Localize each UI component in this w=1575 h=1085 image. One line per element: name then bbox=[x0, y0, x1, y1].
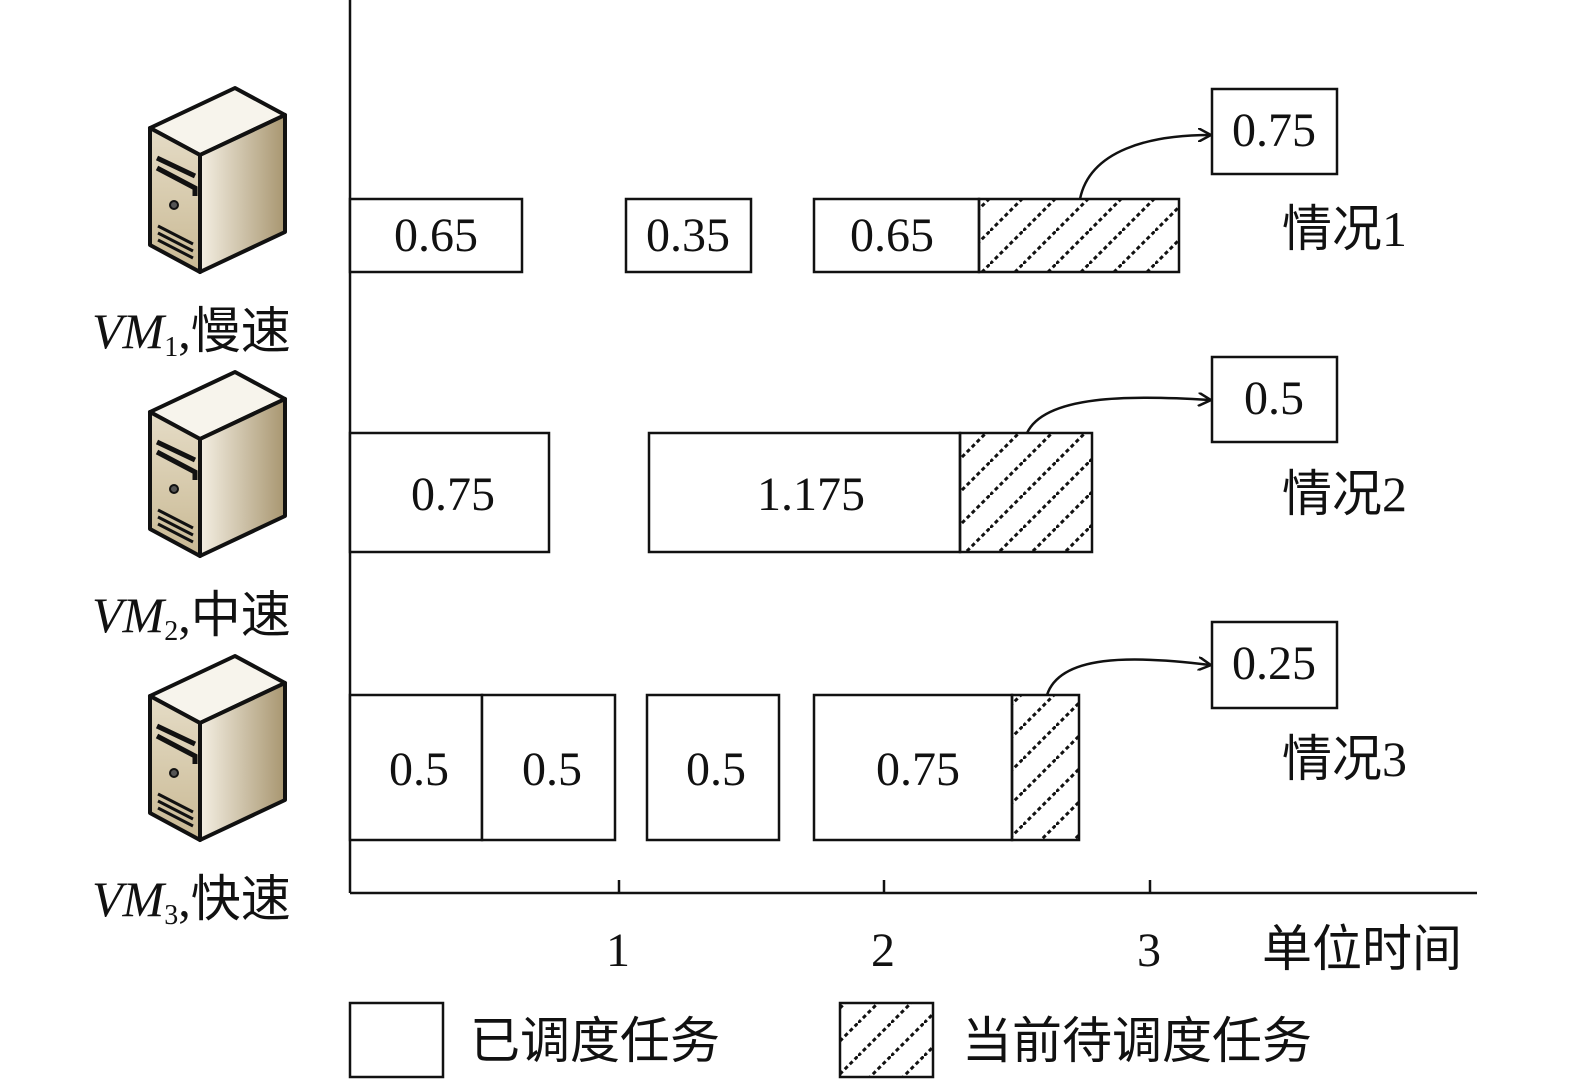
server-icon bbox=[150, 88, 285, 272]
vm-label: VM2,中速 bbox=[92, 587, 291, 647]
case-label: 情况1 bbox=[1282, 201, 1407, 257]
legend-swatch-scheduled bbox=[348, 1001, 445, 1079]
scheduled-task bbox=[647, 431, 962, 554]
pending-value-box bbox=[1210, 355, 1339, 444]
scheduled-task bbox=[812, 197, 981, 274]
scheduled-task bbox=[348, 431, 551, 554]
legend-label-scheduled: 已调度任务 bbox=[470, 1013, 720, 1069]
scheduled-task bbox=[645, 693, 781, 842]
task-value: 0.75 bbox=[411, 468, 495, 521]
vm-label: VM3,快速 bbox=[92, 871, 291, 931]
scheduled-task bbox=[812, 693, 1014, 842]
pending-task bbox=[958, 431, 1094, 554]
x-tick-label: 2 bbox=[871, 924, 895, 977]
pending-value: 0.75 bbox=[1232, 104, 1316, 157]
x-tick-label: 1 bbox=[606, 924, 630, 977]
row-vm2: 0.75 1.175 0.5 情况2 bbox=[348, 355, 1407, 554]
scheduled-task bbox=[348, 197, 524, 274]
pending-task bbox=[1010, 693, 1081, 842]
vm-label: VM1,慢速 bbox=[92, 303, 291, 363]
task-value: 0.5 bbox=[686, 743, 746, 796]
arrow bbox=[1078, 135, 1210, 200]
scheduled-task bbox=[624, 197, 753, 274]
arrow bbox=[1025, 398, 1210, 434]
task-value: 0.65 bbox=[850, 209, 934, 262]
task-value: 1.175 bbox=[757, 468, 865, 521]
x-tick-label: 3 bbox=[1137, 924, 1161, 977]
server-icon bbox=[150, 372, 285, 556]
pending-value-box bbox=[1210, 87, 1339, 176]
legend-label-pending: 当前待调度任务 bbox=[962, 1013, 1312, 1069]
case-label: 情况2 bbox=[1282, 466, 1407, 522]
legend: 已调度任务 当前待调度任务 bbox=[348, 1001, 1312, 1079]
task-value: 0.35 bbox=[646, 209, 730, 262]
x-axis-label: 单位时间 bbox=[1262, 921, 1462, 977]
arrow bbox=[1045, 659, 1210, 696]
row-vm1: 0.65 0.35 0.65 0.75 情况1 bbox=[348, 87, 1407, 274]
task-value: 0.75 bbox=[876, 743, 960, 796]
legend-swatch-pending bbox=[838, 1001, 935, 1079]
server-icon bbox=[150, 656, 285, 840]
pending-value-box bbox=[1210, 620, 1339, 710]
task-value: 0.5 bbox=[389, 743, 449, 796]
pending-value: 0.5 bbox=[1244, 372, 1304, 425]
task-value: 0.5 bbox=[522, 743, 582, 796]
task-value: 0.65 bbox=[394, 209, 478, 262]
pending-value: 0.25 bbox=[1232, 637, 1316, 690]
pending-task bbox=[977, 197, 1181, 274]
scheduled-task bbox=[480, 693, 617, 842]
case-label: 情况3 bbox=[1282, 731, 1407, 787]
row-vm3: 0.5 0.5 0.5 0.75 0.25 情况3 bbox=[348, 620, 1407, 842]
